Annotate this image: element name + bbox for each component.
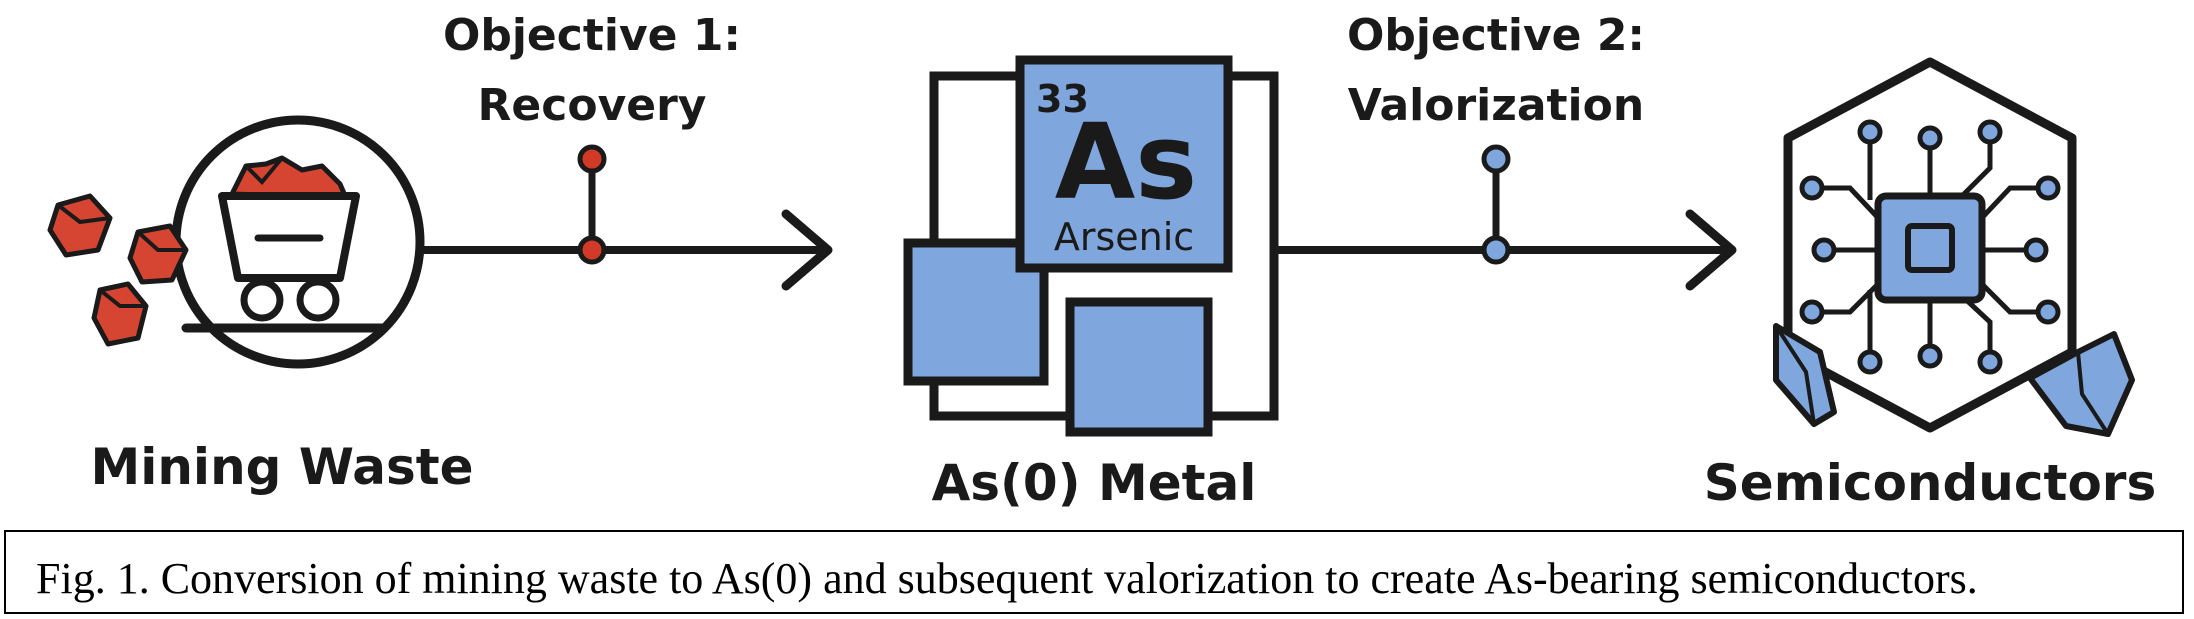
objective-1-subtitle: Recovery <box>478 80 707 131</box>
valorization-junction-marker <box>1481 235 1511 265</box>
mining-waste-label: Mining Waste <box>90 438 473 496</box>
figure-caption: Fig. 1. Conversion of mining waste to As… <box>36 554 1978 603</box>
atomic-number: 33 <box>1036 77 1089 121</box>
crystal-icon <box>2027 331 2135 437</box>
objective-2-title: Objective 2: <box>1347 10 1645 61</box>
recovery-node-marker <box>577 144 607 174</box>
valorization-arrow: Objective 2: Valorization <box>1278 10 1737 291</box>
valorization-node-marker <box>1481 144 1511 174</box>
element-symbol: As <box>1055 101 1197 223</box>
arsenic-metal-label: As(0) Metal <box>932 454 1257 512</box>
microchip-crystal-icon <box>1773 57 2135 437</box>
process-diagram: Mining Waste Objective 1: Recovery 33 As… <box>47 10 2156 512</box>
objective-2-subtitle: Valorization <box>1348 80 1644 131</box>
arsenic-element-tile-icon: 33 As Arsenic <box>903 55 1279 437</box>
arsenic-metal-node: 33 As Arsenic As(0) Metal <box>903 55 1279 512</box>
figure-caption-box: Fig. 1. Conversion of mining waste to As… <box>4 530 2184 614</box>
element-name: Arsenic <box>1054 215 1194 259</box>
recovery-junction-marker <box>577 235 607 265</box>
crystal-icon <box>1773 323 1837 427</box>
mining-waste-node: Mining Waste <box>47 115 474 496</box>
objective-1-title: Objective 1: <box>443 10 741 61</box>
recovery-arrow: Objective 1: Recovery <box>420 10 833 291</box>
semiconductors-label: Semiconductors <box>1704 454 2156 512</box>
semiconductors-node: Semiconductors <box>1704 57 2156 512</box>
mine-cart-with-ore-icon <box>47 115 425 369</box>
